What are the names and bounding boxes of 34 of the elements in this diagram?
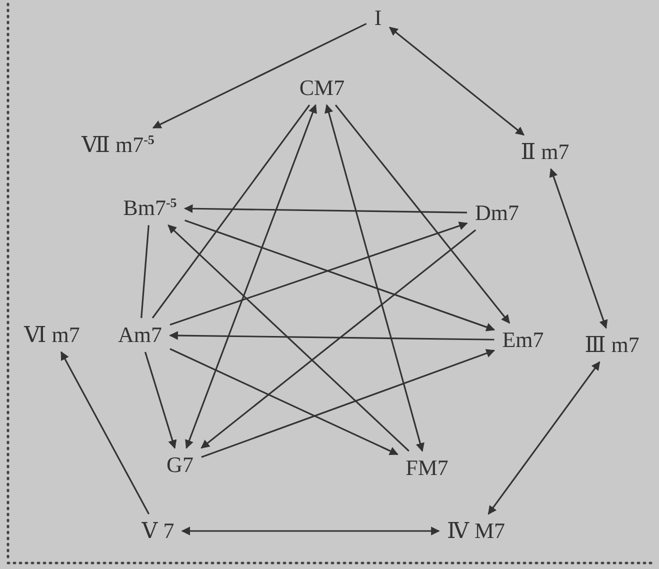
arrow [170,222,468,326]
arrow [170,348,398,456]
chord-label: FM7 [404,455,450,481]
chord-label: I [372,5,384,31]
chord-label: Ⅴ 7 [140,518,176,544]
chord-label: Bm7$^{-5}$ [121,194,179,222]
chord-label: G7 [164,452,196,478]
arrow [549,168,608,329]
arrow [334,104,510,324]
arrow [169,331,494,340]
arrow [201,349,496,458]
chord-label: Ⅵ m7 [22,322,82,348]
chord-label: CM7 [297,75,347,101]
arrow [185,104,317,449]
arrow [181,526,440,536]
arrow [168,224,410,452]
chord-label: Am7 [116,322,164,348]
arrow [200,229,476,449]
chord-label: Ⅳ M7 [444,518,508,544]
arrow [184,204,468,214]
arrow [60,351,150,514]
chord-label: Em7 [500,327,546,353]
chord-label: Ⅱ m7 [518,139,572,165]
arrow [144,352,177,449]
connector-line [140,225,150,318]
arrow [324,104,424,452]
arrow [388,26,524,136]
arrow [152,22,367,129]
arrow [184,220,496,332]
chord-label: Ⅶ m7$^{-5}$ [80,132,156,158]
arrow [488,361,600,515]
connector-line [152,104,310,318]
chord-label: Dm7 [473,200,521,226]
chord-label: Ⅲ m7 [582,332,642,358]
